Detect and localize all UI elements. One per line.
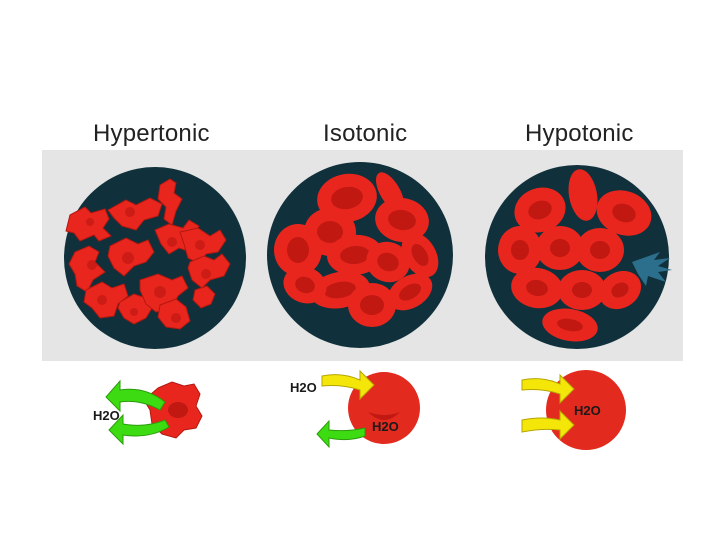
hypertonic-water-diagram: H2O [93,379,203,446]
water-out-arrow-bottom [108,413,170,446]
water-in-arrow-bottom [521,409,575,441]
water-in-arrow-top [521,373,575,405]
dish-isotonic [267,162,453,348]
hypotonic-water-diagram: H2O [521,370,626,450]
dish-hypotonic [485,165,672,349]
water-label-hypertonic: H2O [93,408,120,423]
title-hypotonic: Hypotonic [525,120,634,147]
title-isotonic: Isotonic [323,120,408,147]
burst-cell-spray [632,252,672,286]
title-hypertonic: Hypertonic [93,120,210,147]
isotonic-cells [274,172,439,327]
water-in-arrow [321,369,375,401]
dish-hypertonic [64,167,246,349]
water-label-isotonic-out: H2O [372,419,399,434]
isotonic-water-diagram: H2O H2O [290,369,420,449]
water-out-arrow-top [105,379,166,413]
water-label-hypotonic: H2O [574,403,601,418]
water-label-isotonic-in: H2O [290,380,317,395]
water-out-arrow [316,419,366,449]
hypotonic-cells [498,169,652,342]
